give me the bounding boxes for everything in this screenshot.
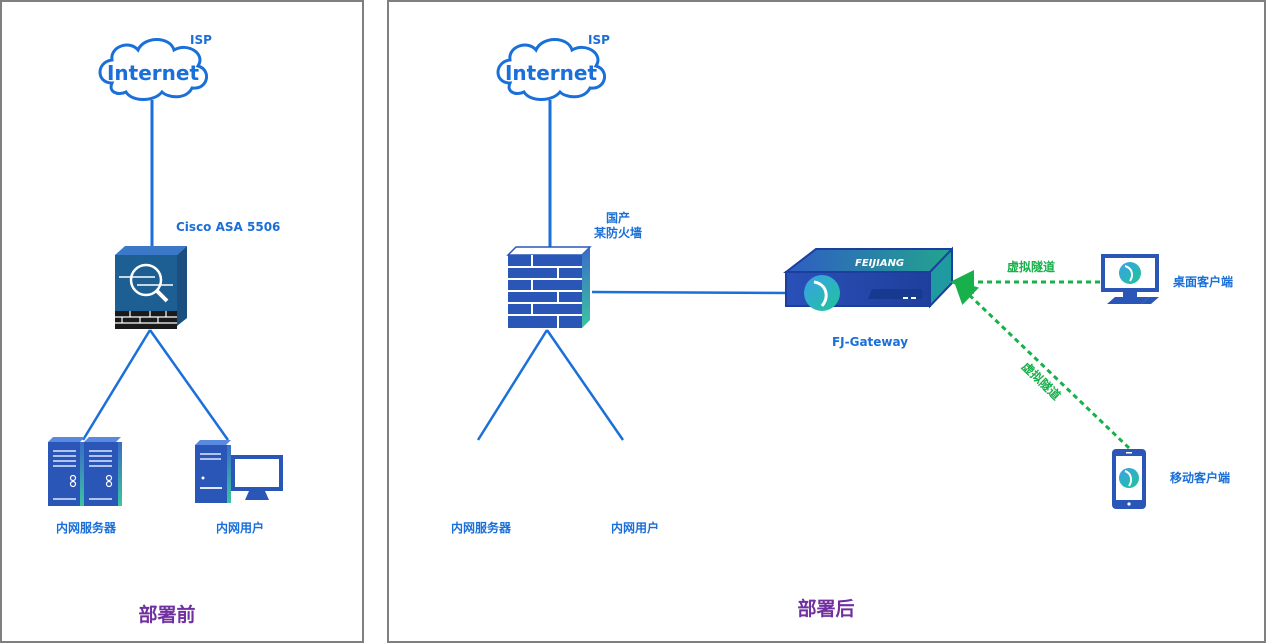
link-firewall-user-after	[545, 329, 625, 441]
cisco-asa-label: Cisco ASA 5506	[176, 220, 281, 234]
link-firewall-user-before	[148, 329, 230, 441]
link-firewall-gateway	[591, 290, 791, 295]
link-firewall-server-after	[476, 329, 549, 441]
intranet-server-icon	[48, 437, 122, 506]
title-after-deployment: 部署后	[797, 598, 855, 620]
cisco-asa-firewall-icon	[115, 246, 187, 329]
tunnel-mobile-to-gateway	[953, 279, 1131, 450]
internet-cloud-icon	[98, 38, 208, 101]
intranet-user-label-after: 内网用户	[610, 521, 660, 535]
intranet-server-label-before: 内网服务器	[55, 521, 117, 535]
mobile-client-label: 移动客户端	[1170, 471, 1231, 485]
isp-label-before: ISP	[190, 33, 212, 47]
mobile-client-icon	[1112, 449, 1146, 509]
gateway-label: FJ-Gateway	[831, 335, 909, 349]
fj-gateway-device-icon: FEIJIANG	[783, 246, 953, 311]
link-firewall-server-before	[81, 329, 152, 441]
isp-label-after: ISP	[588, 33, 610, 47]
intranet-server-label-after: 内网服务器	[450, 521, 512, 535]
firewall-label-line2: 某防火墙	[593, 226, 643, 240]
desktop-client-label: 桌面客户端	[1173, 275, 1234, 289]
intranet-user-pc-icon	[195, 440, 283, 503]
intranet-user-label-before: 内网用户	[215, 521, 265, 535]
desktop-client-icon	[1101, 254, 1159, 304]
gateway-brand-text: FEIJIANG	[855, 258, 904, 269]
internet-cloud-icon	[496, 38, 606, 101]
firewall-label-line1: 国产	[605, 211, 631, 225]
domestic-firewall-icon	[506, 246, 592, 328]
tunnel-label-desktop: 虚拟隧道	[1007, 260, 1056, 274]
title-before-deployment: 部署前	[138, 604, 196, 626]
